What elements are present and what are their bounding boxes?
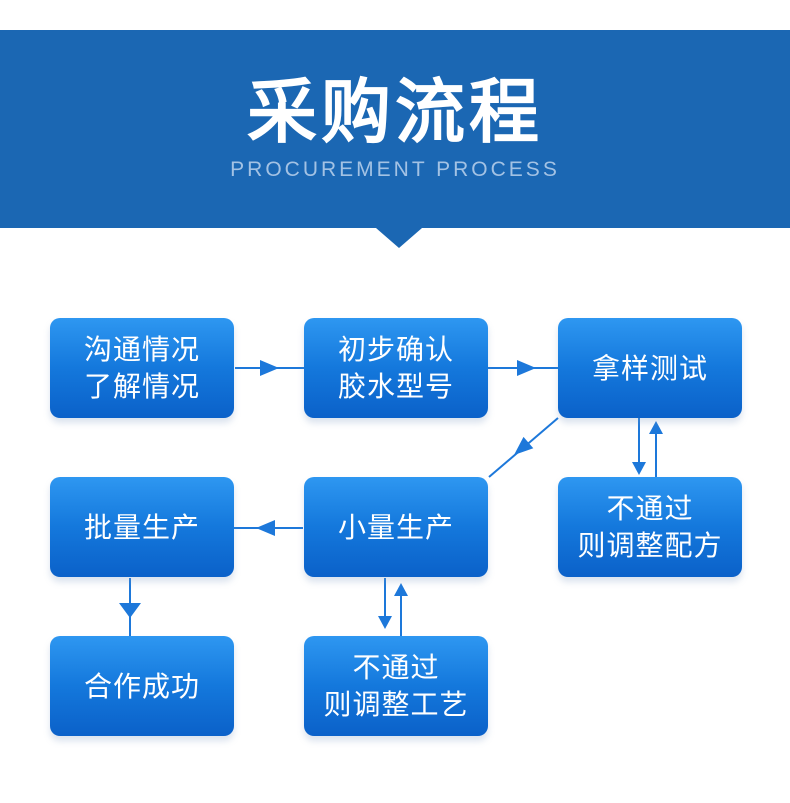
arrowhead-down: [632, 462, 646, 475]
arrow-sample-test-to-adjust-formula: [632, 418, 646, 475]
arrowhead-down-left: [514, 436, 534, 455]
arrow-small-batch-to-mass-production: [233, 520, 303, 536]
node-mass-production: 批量生产: [50, 477, 234, 577]
arrowhead-down: [378, 616, 392, 629]
arrowhead-right: [260, 360, 279, 376]
arrowhead-up: [394, 583, 408, 596]
arrow-confirm-to-sample-test: [488, 360, 558, 376]
arrow-adjust-process-to-small-batch: [394, 583, 408, 637]
arrow-mass-production-to-success: [119, 578, 141, 636]
arrowhead-left: [256, 520, 275, 536]
node-confirm-glue-model: 初步确认 胶水型号: [304, 318, 488, 418]
node-cooperation-success: 合作成功: [50, 636, 234, 736]
arrow-adjust-formula-to-sample-test: [649, 421, 663, 477]
arrowhead-up: [649, 421, 663, 434]
arrow-communicate-to-confirm: [235, 360, 304, 376]
arrow-small-batch-to-adjust-process: [378, 578, 392, 629]
header-banner: 采购流程 PROCUREMENT PROCESS: [0, 30, 790, 228]
page-title: 采购流程: [247, 73, 543, 151]
node-sample-test: 拿样测试: [558, 318, 742, 418]
arrowhead-down: [119, 603, 141, 618]
arrow-sample-test-to-small-batch-diagonal: [488, 417, 559, 478]
header-pointer-triangle: [376, 228, 422, 248]
node-fail-adjust-process: 不通过 则调整工艺: [304, 636, 488, 736]
node-communicate: 沟通情况 了解情况: [50, 318, 234, 418]
page-subtitle: PROCUREMENT PROCESS: [230, 158, 560, 181]
arrowhead-right: [517, 360, 536, 376]
node-small-batch-production: 小量生产: [304, 477, 488, 577]
node-fail-adjust-formula: 不通过 则调整配方: [558, 477, 742, 577]
